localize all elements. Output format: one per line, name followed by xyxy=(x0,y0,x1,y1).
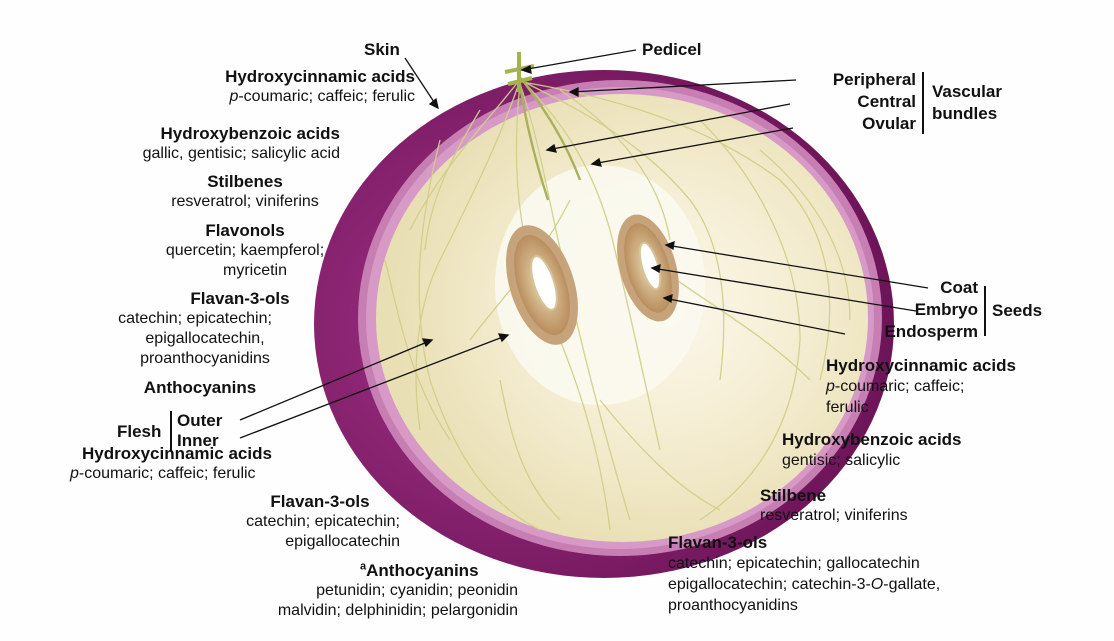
label-bundles: bundles xyxy=(932,104,997,124)
flesh-anthocyanins-title: aAnthocyanins xyxy=(360,561,479,581)
label-endosperm: Endosperm xyxy=(840,322,978,342)
skin-hca-list: p-coumaric; caffeic; ferulic xyxy=(95,87,415,107)
flesh-f3o-l1: catechin; epicatechin; xyxy=(150,512,400,532)
seed-f3o-l3: proanthocyanidins xyxy=(668,596,798,616)
skin-flavonols-l1: quercetin; kaempferol; xyxy=(150,241,340,261)
skin-anthocyanins-title: Anthocyanins xyxy=(120,378,280,398)
seed-stilbene-list: resveratrol; viniferins xyxy=(760,506,908,526)
seed-hca-l2: ferulic xyxy=(826,398,869,418)
skin-hba-list: gallic, gentisic; salicylic acid xyxy=(40,144,340,164)
label-central: Central xyxy=(780,92,916,112)
seed-f3o-l2: epigallocatechin; catechin-3-O-gallate, xyxy=(668,575,940,595)
seed-stilbene-title: Stilbene xyxy=(760,486,826,506)
skin-hba-title: Hydroxybenzoic acids xyxy=(40,124,340,144)
skin-f3o-l2: epigallocatechin, xyxy=(80,329,330,349)
label-ovular: Ovular xyxy=(780,114,916,134)
flesh-f3o-title: Flavan-3-ols xyxy=(240,492,400,512)
label-flesh: Flesh xyxy=(117,422,161,442)
seed-hca-l1: p-coumaric; caffeic; xyxy=(826,377,964,397)
seed-hba-list: gentisic; salicylic xyxy=(782,451,900,471)
seed-hca-title: Hydroxycinnamic acids xyxy=(826,356,1016,376)
skin-flavonols-title: Flavonols xyxy=(180,221,310,241)
label-peripheral: Peripheral xyxy=(780,70,916,90)
vascular-bracket xyxy=(922,72,924,134)
label-pedicel: Pedicel xyxy=(642,40,702,60)
flesh-f3o-l2: epigallocatechin xyxy=(150,532,400,552)
skin-stilbenes-title: Stilbenes xyxy=(170,172,320,192)
label-embryo: Embryo xyxy=(860,300,978,320)
flesh-anthocyanins-l1: petunidin; cyanidin; peonidin xyxy=(240,581,518,601)
flesh-anthocyanins-l2: malvidin; delphinidin; pelargonidin xyxy=(220,601,518,621)
label-skin: Skin xyxy=(364,40,400,60)
seed-f3o-title: Flavan-3-ols xyxy=(668,533,767,553)
label-seeds: Seeds xyxy=(992,301,1042,321)
seed-hba-title: Hydroxybenzoic acids xyxy=(782,430,962,450)
seed-f3o-l1: catechin; epicatechin; gallocatechin xyxy=(668,554,920,574)
label-flesh-outer: Outer xyxy=(177,411,222,431)
label-vascular: Vascular xyxy=(932,82,1002,102)
skin-hca-title: Hydroxycinnamic acids xyxy=(95,67,415,87)
skin-stilbenes-list: resveratrol; viniferins xyxy=(150,192,340,212)
skin-f3o-title: Flavan-3-ols xyxy=(150,289,330,309)
flesh-hca-list: p-coumaric; caffeic; ferulic xyxy=(70,464,256,484)
skin-f3o-l1: catechin; epicatechin; xyxy=(60,309,330,329)
seeds-bracket xyxy=(984,286,986,336)
label-coat: Coat xyxy=(860,278,978,298)
skin-f3o-l3: proanthocyanidins xyxy=(80,349,330,369)
skin-flavonols-l2: myricetin xyxy=(180,261,330,281)
flesh-hca-title: Hydroxycinnamic acids xyxy=(82,444,272,464)
